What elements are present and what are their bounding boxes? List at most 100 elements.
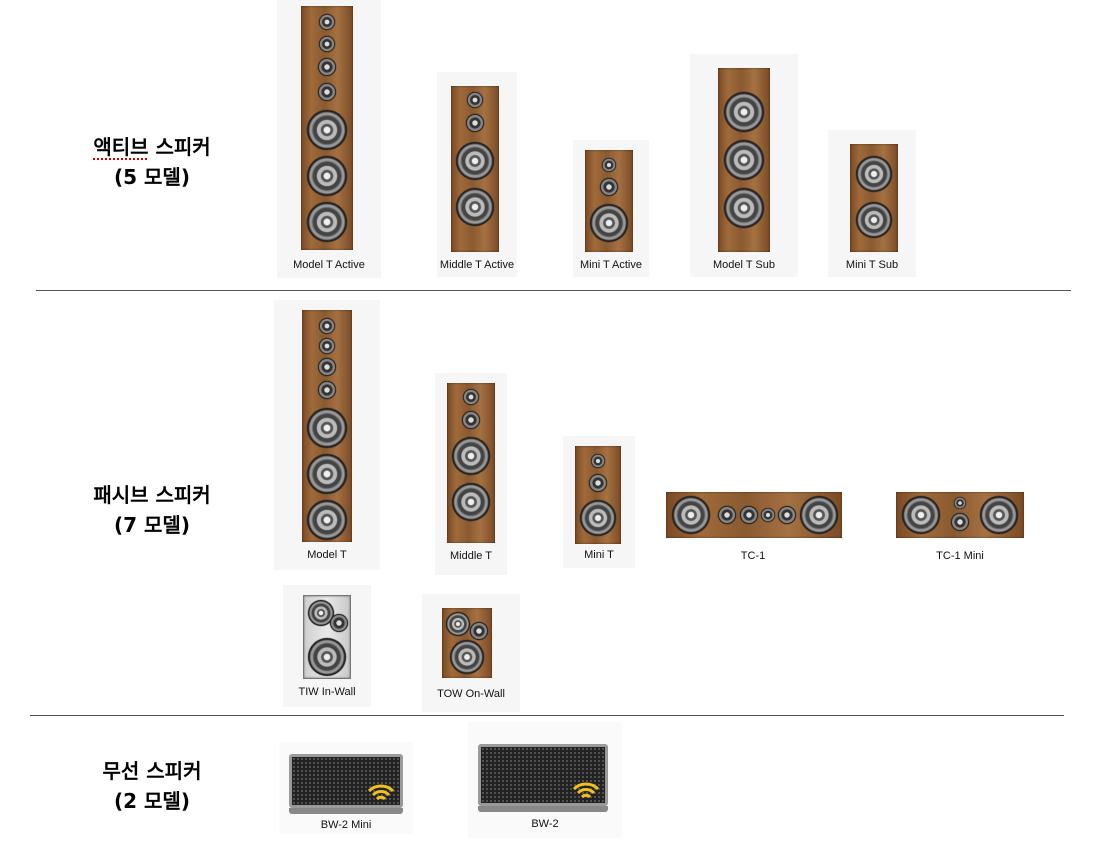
active-speakers-label: 액티브 스피커 (5 모델) — [27, 132, 277, 192]
product-card-tow-on-wall[interactable]: TOW On-Wall — [422, 594, 520, 712]
wireless-label-name: 무선 스피커 — [102, 759, 202, 783]
product-card-tiw-in-wall[interactable]: TIW In-Wall — [283, 585, 371, 707]
speaker-cabinet — [718, 68, 770, 252]
speaker-grille — [478, 744, 608, 812]
product-card-middle-t-active[interactable]: Middle T Active — [437, 72, 517, 277]
wifi-icon — [368, 784, 394, 801]
woofer-icon — [446, 612, 470, 636]
tweeter-icon — [318, 83, 336, 101]
woofer-icon — [724, 188, 764, 228]
product-name: Mini T — [584, 549, 614, 561]
wireless-speakers-label: 무선 스피커 (2 모델) — [27, 756, 277, 816]
woofer-icon — [307, 454, 347, 494]
woofer-icon — [980, 496, 1018, 534]
tweeter-icon — [330, 614, 348, 632]
tweeter-icon — [466, 114, 484, 132]
speaker-cabinet — [451, 86, 499, 252]
tweeter-icon — [740, 506, 758, 524]
tweeter-icon — [591, 454, 605, 468]
speaker-cabinet — [850, 144, 898, 252]
speaker-cabinet — [447, 383, 495, 543]
tweeter-icon — [761, 508, 775, 522]
wireless-model-count: (2 모델) — [114, 789, 190, 813]
woofer-icon — [672, 496, 710, 534]
tweeter-icon — [470, 622, 488, 640]
woofer-icon — [308, 600, 334, 626]
product-card-mini-t-sub[interactable]: Mini T Sub — [828, 130, 916, 277]
tweeter-icon — [318, 358, 336, 376]
product-name: TIW In-Wall — [298, 686, 356, 698]
tweeter-icon — [319, 338, 335, 354]
product-name: BW-2 — [531, 818, 559, 830]
speaker-cabinet — [585, 150, 633, 252]
woofer-icon — [452, 483, 490, 521]
woofer-icon — [456, 188, 494, 226]
product-card-tc-1[interactable]: TC-1 — [660, 486, 846, 570]
product-card-mini-t-active[interactable]: Mini T Active — [573, 140, 649, 277]
product-name: Mini T Active — [580, 259, 642, 271]
product-card-middle-t[interactable]: Middle T — [435, 373, 507, 575]
section-divider — [36, 290, 1071, 291]
speaker-cabinet — [666, 492, 842, 538]
woofer-icon — [450, 640, 484, 674]
product-card-mini-t[interactable]: Mini T — [563, 436, 635, 568]
woofer-icon — [590, 204, 628, 242]
speaker-cabinet — [575, 446, 621, 544]
product-card-model-t-active[interactable]: Model T Active — [277, 0, 381, 278]
tweeter-icon — [319, 14, 335, 30]
wifi-icon — [573, 782, 599, 799]
product-name: Model T — [307, 549, 347, 561]
product-card-bw-2-mini[interactable]: BW-2 Mini — [279, 742, 413, 834]
product-card-model-t[interactable]: Model T — [274, 300, 380, 570]
woofer-icon — [307, 156, 347, 196]
woofer-icon — [902, 496, 940, 534]
tweeter-icon — [589, 474, 607, 492]
tweeter-icon — [318, 381, 336, 399]
product-card-bw-2[interactable]: BW-2 — [468, 722, 622, 838]
woofer-icon — [580, 500, 616, 536]
product-name: TC-1 Mini — [936, 550, 984, 562]
woofer-icon — [452, 437, 490, 475]
tweeter-icon — [602, 158, 616, 172]
product-name: TC-1 — [740, 550, 766, 562]
product-card-model-t-sub[interactable]: Model T Sub — [690, 54, 798, 277]
tweeter-icon — [600, 178, 618, 196]
speaker-grille — [289, 754, 403, 814]
product-name: Middle T Active — [439, 259, 515, 271]
passive-model-count: (7 모델) — [114, 513, 190, 537]
speaker-cabinet — [302, 310, 352, 542]
product-name: TOW On-Wall — [437, 688, 505, 700]
tweeter-icon — [778, 506, 796, 524]
passive-speakers-label: 패시브 스피커 (7 모델) — [27, 480, 277, 540]
product-name: BW-2 Mini — [320, 819, 372, 831]
speaker-base — [478, 806, 608, 812]
section-divider — [30, 715, 1064, 716]
tweeter-icon — [319, 36, 335, 52]
woofer-icon — [456, 142, 494, 180]
tweeter-icon — [318, 58, 336, 76]
speaker-base — [289, 808, 403, 814]
tweeter-icon — [951, 513, 969, 531]
product-card-tc-1-mini[interactable]: TC-1 Mini — [890, 486, 1030, 570]
speaker-cabinet — [301, 6, 353, 250]
speaker-cabinet — [896, 492, 1024, 538]
tweeter-icon — [954, 497, 966, 509]
product-name: Model T Sub — [713, 259, 775, 271]
woofer-icon — [856, 202, 892, 238]
tweeter-icon — [319, 318, 335, 334]
woofer-icon — [307, 202, 347, 242]
woofer-icon — [307, 110, 347, 150]
tweeter-icon — [718, 506, 736, 524]
woofer-icon — [308, 638, 346, 676]
active-label-word: 액티브 — [93, 135, 149, 159]
woofer-icon — [307, 408, 347, 448]
speaker-cabinet — [442, 608, 492, 678]
product-name: Model T Active — [293, 259, 365, 271]
product-name: Mini T Sub — [845, 259, 899, 271]
woofer-icon — [724, 92, 764, 132]
woofer-icon — [856, 156, 892, 192]
tweeter-icon — [462, 411, 480, 429]
woofer-icon — [724, 140, 764, 180]
woofer-icon — [800, 496, 838, 534]
active-label-word-2: 스피커 — [148, 135, 211, 159]
